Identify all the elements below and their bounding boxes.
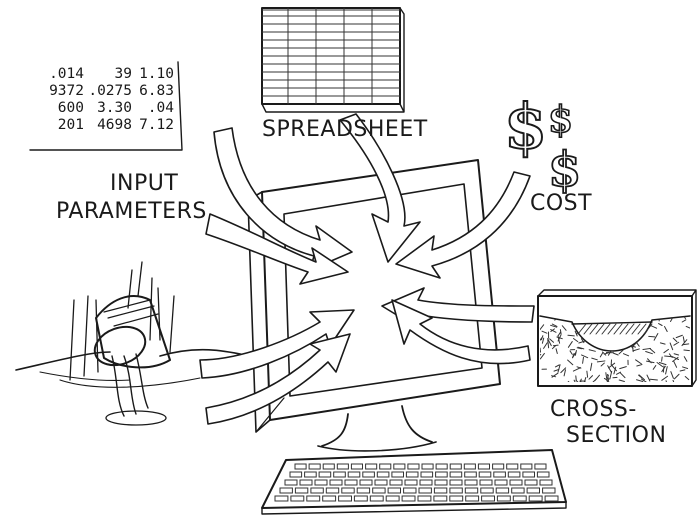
- svg-text:$: $: [548, 142, 581, 198]
- parameter-value: 4698: [84, 117, 132, 134]
- parameters-label: PARAMETERS: [56, 200, 207, 223]
- parameter-value: 1.10: [132, 66, 174, 83]
- spreadsheet-grid: [262, 8, 404, 112]
- svg-text:$: $: [504, 90, 547, 163]
- svg-text:$: $: [548, 99, 573, 141]
- cross-section-drawing: [536, 290, 696, 390]
- parameter-value: 201: [34, 117, 84, 134]
- spreadsheet-label: SPREADSHEET: [262, 118, 428, 141]
- parameter-value: 9372: [34, 83, 84, 100]
- cost-label: COST: [530, 192, 592, 215]
- parameter-value: .04: [132, 100, 174, 117]
- parameter-value: 7.12: [132, 117, 174, 134]
- parameter-value: 6.83: [132, 83, 174, 100]
- keyboard: [262, 450, 566, 514]
- culvert-pipe-drawing: [16, 262, 250, 425]
- parameter-value: 600: [34, 100, 84, 117]
- parameter-value: .0275: [84, 83, 132, 100]
- input-label: INPUT: [110, 172, 178, 195]
- section-label: SECTION: [566, 424, 666, 447]
- parameter-value: 39: [84, 66, 132, 83]
- parameter-value: .014: [34, 66, 84, 83]
- cross-label: CROSS-: [550, 398, 637, 421]
- parameter-value: 3.30: [84, 100, 132, 117]
